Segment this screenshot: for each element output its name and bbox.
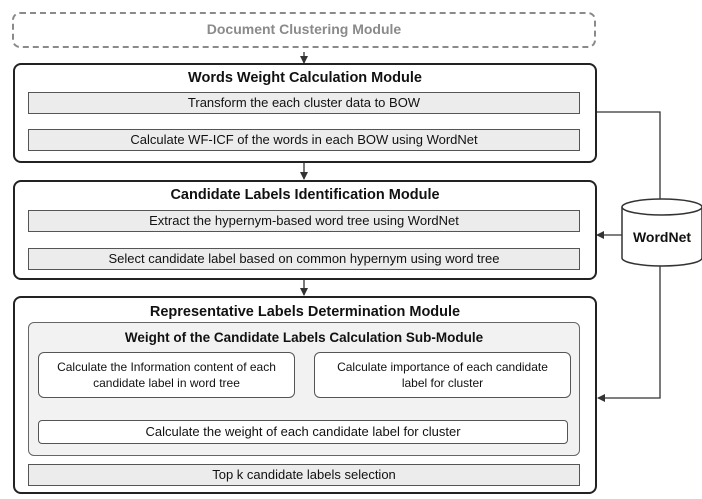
representative-labels-title: Representative Labels Determination Modu… [149,304,461,320]
document-clustering-title: Document Clustering Module [206,21,402,37]
submodule-title: Weight of the Candidate Labels Calculati… [124,330,484,345]
importance-box: Calculate importance of each candidate l… [314,352,571,398]
top-k-selection-step: Top k candidate labels selection [28,464,580,486]
select-candidate-step: Select candidate label based on common h… [28,248,580,270]
document-clustering-module: Document Clustering Module [12,12,596,48]
wordnet-to-representative-connector [597,265,661,402]
wordnet-to-weight-connector [585,108,661,200]
information-content-text: Calculate the Information content of eac… [57,360,276,390]
wordnet-label: WordNet [632,229,692,245]
extract-word-tree-step: Extract the hypernym-based word tree usi… [28,210,580,232]
words-weight-title: Words Weight Calculation Module [188,70,422,86]
transform-bow-step: Transform the each cluster data to BOW [28,92,580,114]
importance-text: Calculate importance of each candidate l… [337,360,548,390]
information-content-box: Calculate the Information content of eac… [38,352,295,398]
wordnet-database-icon [621,198,702,267]
candidate-labels-title: Candidate Labels Identification Module [170,187,440,203]
calculate-weight-box: Calculate the weight of each candidate l… [38,420,568,444]
calculate-wficf-step: Calculate WF-ICF of the words in each BO… [28,129,580,151]
